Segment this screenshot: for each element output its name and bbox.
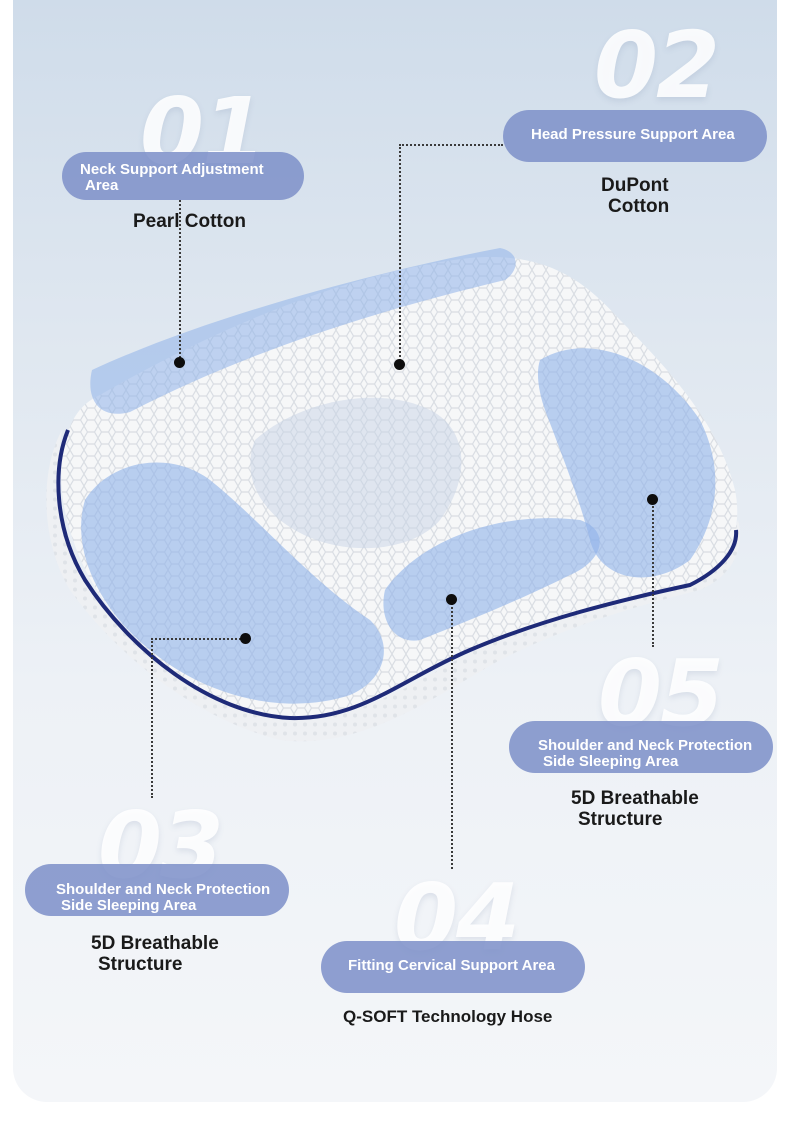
marker-dot-03 bbox=[240, 633, 251, 644]
leader-line-03 bbox=[151, 638, 153, 798]
callout-material-05: 5D Breathable Structure bbox=[571, 788, 699, 830]
callout-material-05-line2: Structure bbox=[578, 809, 663, 830]
callout-label-01: Neck Support Adjustment Area bbox=[62, 152, 304, 200]
leader-line-05 bbox=[652, 499, 654, 647]
callout-material-01: Pearl Cotton bbox=[133, 211, 246, 232]
callout-material-03-line2: Structure bbox=[98, 954, 183, 975]
zone-right-shoulder bbox=[537, 348, 716, 578]
callout-label-03-line1: Shoulder and Neck Protection bbox=[56, 881, 271, 898]
pillow-piping bbox=[56, 429, 739, 721]
callout-material-02-line2: Cotton bbox=[608, 196, 670, 217]
callout-material-04-line1: Q-SOFT Technology Hose bbox=[343, 1007, 553, 1026]
callout-material-05-line1: 5D Breathable bbox=[571, 788, 699, 809]
zone-neck-support bbox=[90, 248, 516, 414]
callout-label-01-line2: Area bbox=[85, 177, 119, 194]
leader-line-02-horizontal bbox=[399, 144, 503, 146]
callout-material-03: 5D Breathable Structure bbox=[91, 933, 219, 975]
callout-label-01-line1: Neck Support Adjustment bbox=[80, 161, 264, 178]
marker-dot-01 bbox=[174, 357, 185, 368]
zone-cervical bbox=[383, 518, 600, 641]
leader-line-03-horizontal bbox=[151, 638, 245, 640]
callout-label-04-line1: Fitting Cervical Support Area bbox=[348, 957, 555, 974]
leader-line-02 bbox=[399, 144, 401, 364]
callout-number-02: 02 bbox=[594, 12, 720, 119]
callout-label-04: Fitting Cervical Support Area bbox=[321, 941, 585, 993]
callout-material-03-line1: 5D Breathable bbox=[91, 933, 219, 954]
leader-line-04 bbox=[451, 599, 453, 869]
callout-material-02-line1: DuPont bbox=[601, 175, 669, 196]
callout-label-02-line1: Head Pressure Support Area bbox=[531, 126, 735, 143]
zone-left-shoulder bbox=[81, 462, 384, 704]
marker-dot-04 bbox=[446, 594, 457, 605]
callout-label-03-line2: Side Sleeping Area bbox=[61, 897, 197, 914]
callout-label-02: Head Pressure Support Area bbox=[503, 110, 767, 162]
callout-label-05-line2: Side Sleeping Area bbox=[543, 753, 679, 770]
callout-label-05: Shoulder and Neck Protection Side Sleepi… bbox=[509, 721, 773, 773]
marker-dot-05 bbox=[647, 494, 658, 505]
callout-label-03: Shoulder and Neck Protection Side Sleepi… bbox=[25, 864, 289, 916]
marker-dot-02 bbox=[394, 359, 405, 370]
callout-label-05-line1: Shoulder and Neck Protection bbox=[538, 737, 753, 754]
zone-head-support bbox=[250, 397, 462, 549]
leader-line-01 bbox=[179, 200, 181, 362]
callout-material-04: Q-SOFT Technology Hose bbox=[343, 1006, 552, 1027]
callout-material-02: DuPont Cotton bbox=[601, 175, 669, 217]
callout-material-01-line1: Pearl Cotton bbox=[133, 211, 246, 232]
